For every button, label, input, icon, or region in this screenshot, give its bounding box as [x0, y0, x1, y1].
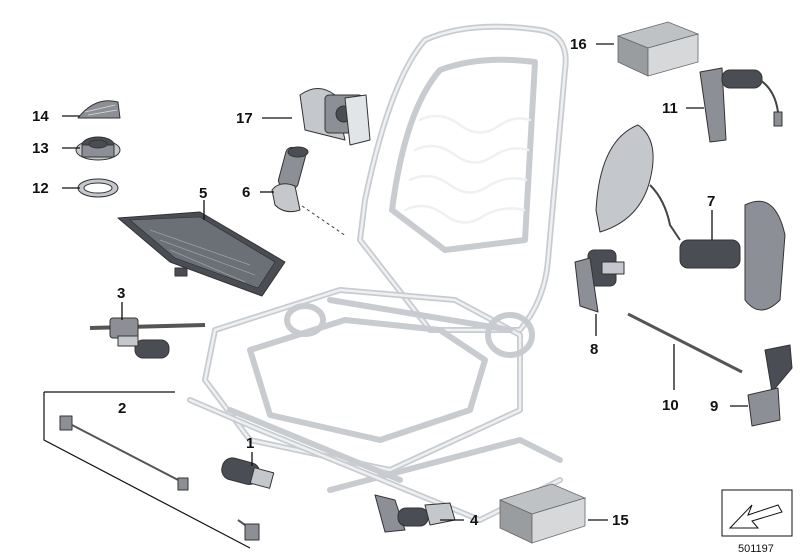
part-7-side-panel	[595, 124, 786, 311]
callout-17: 17	[236, 110, 253, 127]
callout-15: 15	[612, 512, 629, 529]
part-8-actuator	[574, 249, 625, 313]
callout-1: 1	[246, 435, 254, 452]
part-16-package	[616, 21, 700, 77]
part-1-motor	[221, 457, 275, 489]
part-6-motor	[271, 146, 309, 213]
callout-7: 7	[707, 193, 715, 210]
part-15-package	[498, 483, 587, 544]
part-14-grille-cap	[77, 100, 121, 119]
part-2-wire-harness	[43, 391, 260, 549]
part-11-actuator	[699, 67, 783, 143]
part-10-shaft	[627, 312, 743, 374]
part-3-spindle-drive	[89, 317, 206, 359]
part-4-adjuster	[374, 494, 456, 533]
callout-13: 13	[32, 140, 49, 157]
callout-8: 8	[590, 341, 598, 358]
callout-16: 16	[570, 36, 587, 53]
callout-10: 10	[662, 397, 679, 414]
callout-6: 6	[242, 184, 250, 201]
callout-11: 11	[662, 100, 678, 117]
callout-9: 9	[710, 398, 718, 415]
part-5-seat-mat	[117, 211, 286, 297]
reference-box	[721, 489, 793, 537]
callout-4: 4	[470, 512, 479, 529]
part-9-handle	[747, 344, 793, 427]
callout-14: 14	[32, 108, 49, 125]
diagram-number: 501197	[738, 543, 774, 555]
arrow-icon	[728, 504, 783, 529]
part-12-ring	[77, 178, 119, 198]
callout-12: 12	[32, 180, 49, 197]
callout-5: 5	[199, 185, 207, 202]
part-13-housing	[75, 136, 121, 161]
leader-lines	[62, 43, 748, 521]
callout-2: 2	[118, 400, 126, 417]
part-17-actuator	[299, 88, 371, 146]
callout-3: 3	[117, 285, 125, 302]
